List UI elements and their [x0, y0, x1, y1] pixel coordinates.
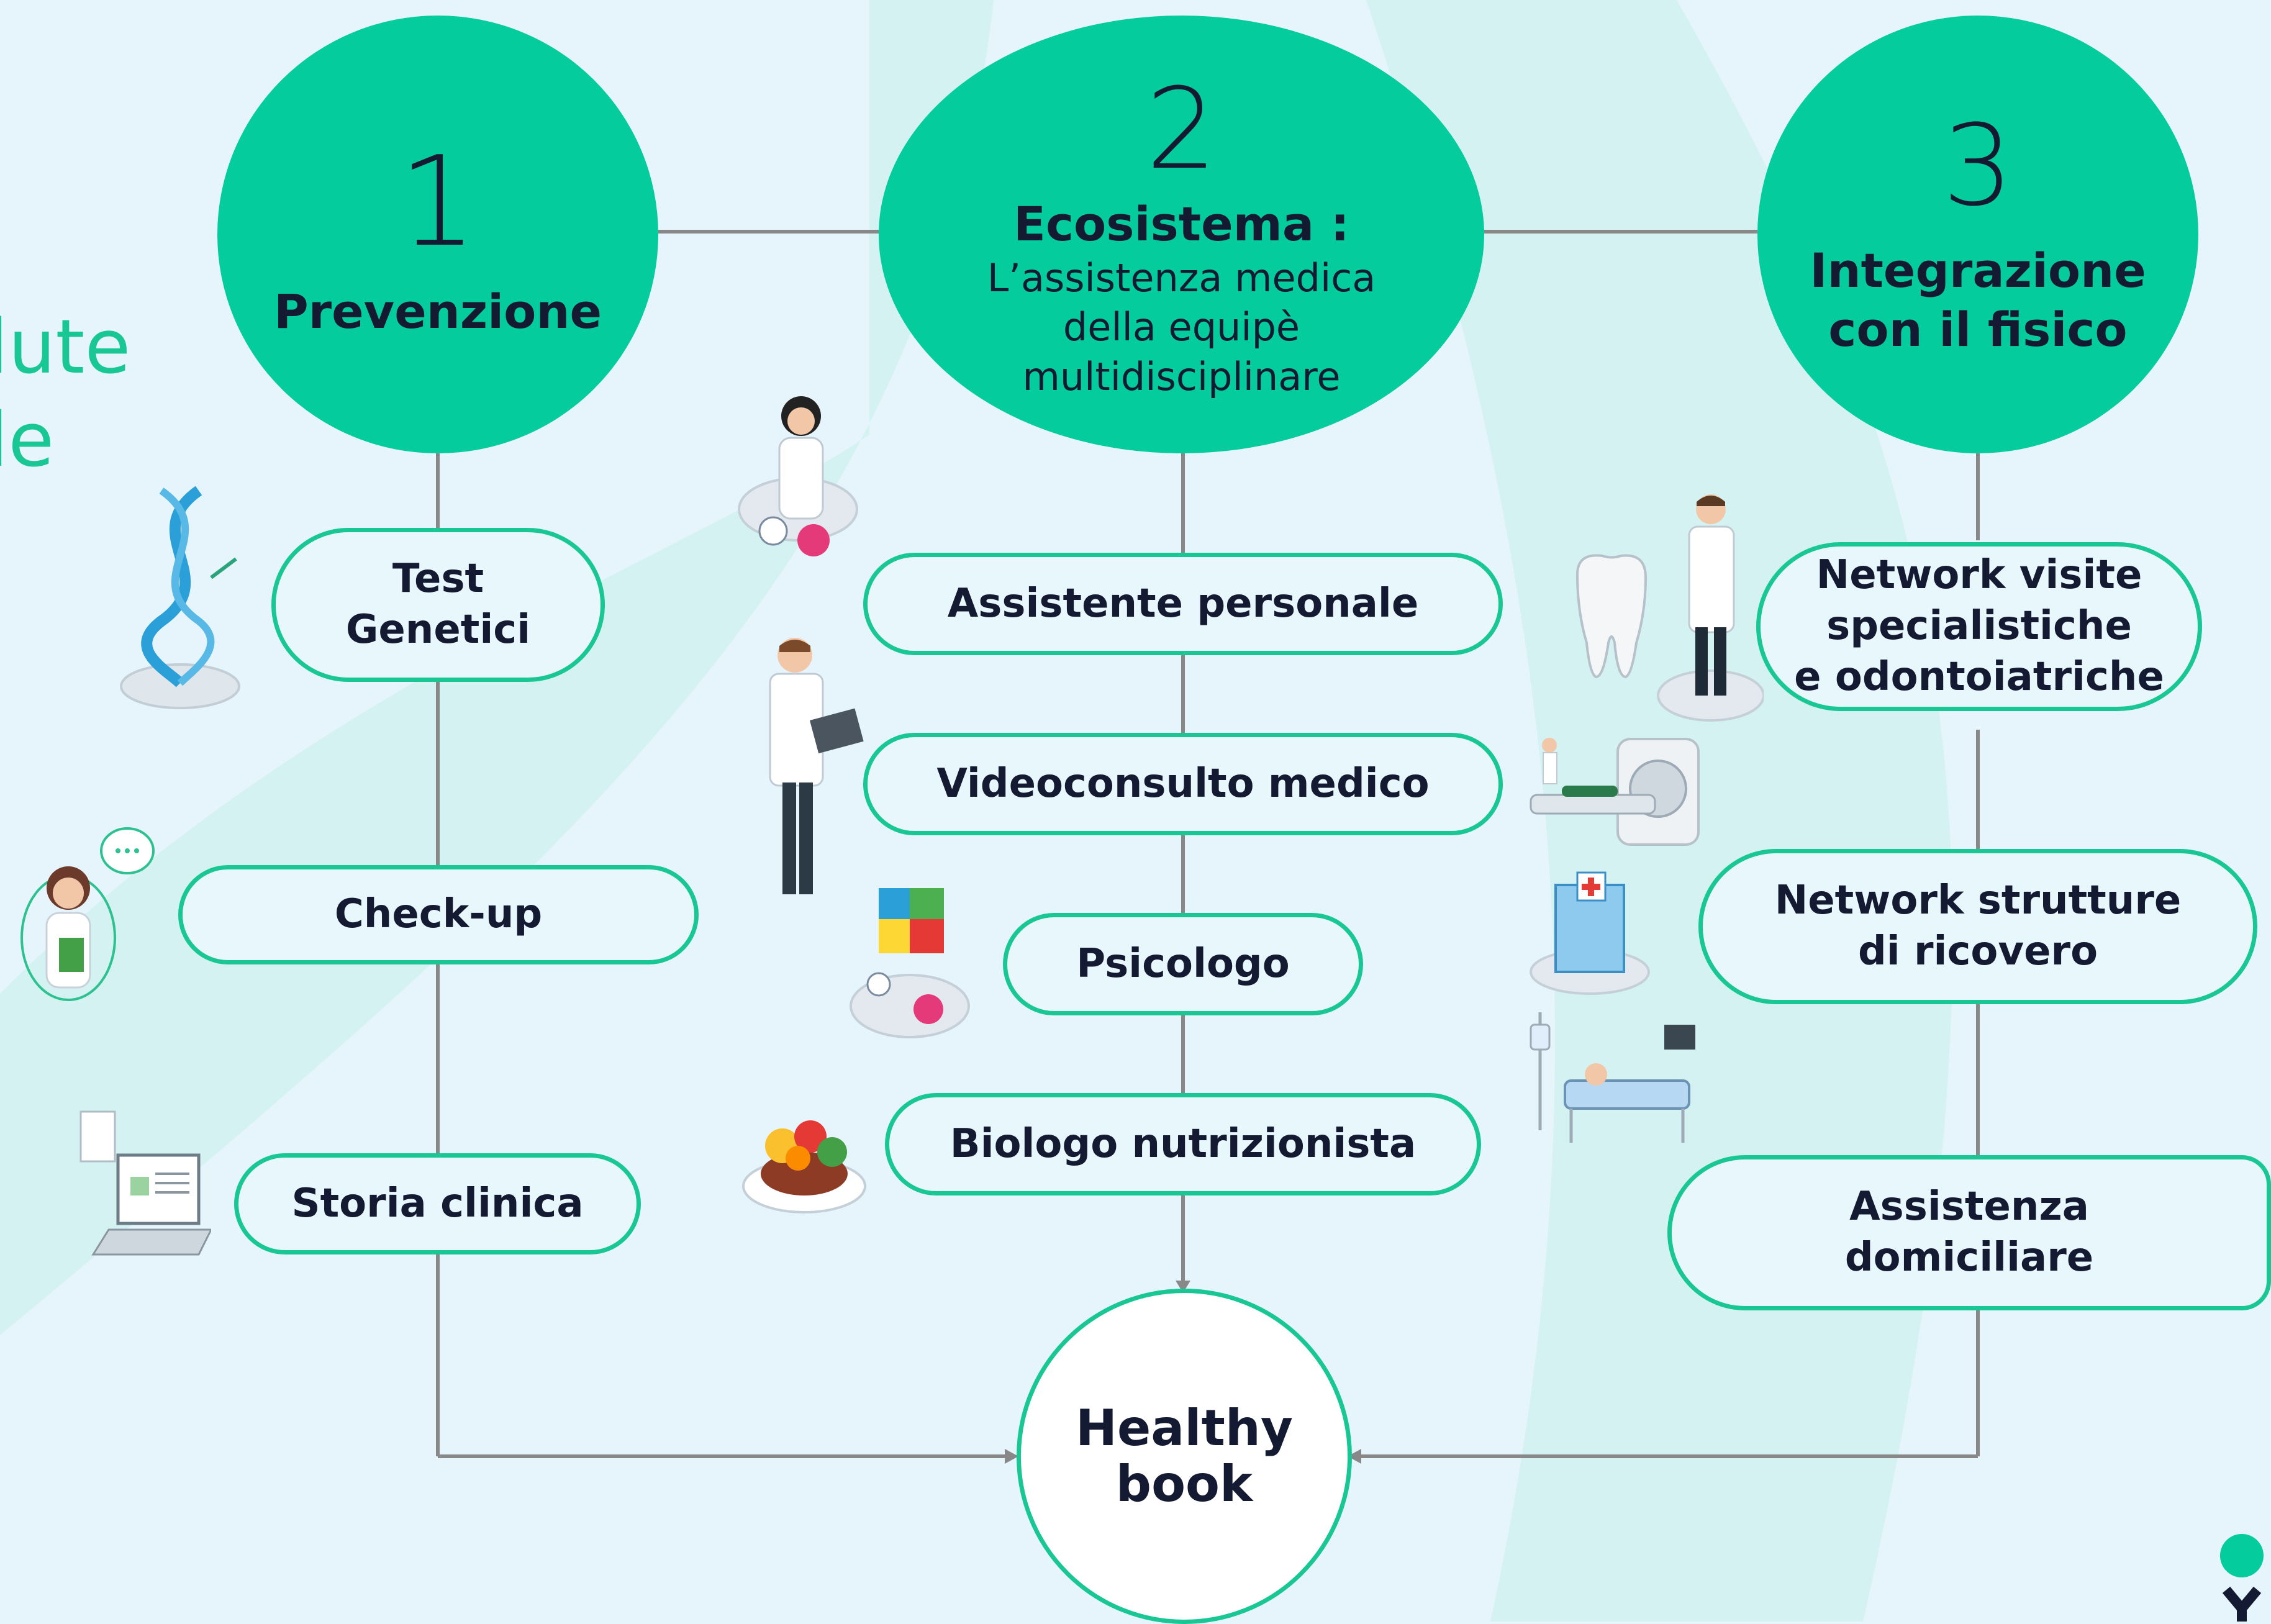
column-2-number: 2 — [1146, 64, 1217, 194]
food-plate-icon — [742, 1120, 866, 1213]
tooth-icon — [1575, 554, 1648, 679]
item-label: Biologo nutrizionista — [950, 1120, 1417, 1167]
column-1-number: 1 — [398, 130, 478, 274]
final-label-line: book — [1115, 1455, 1253, 1513]
item-videoconsulto-medico[interactable]: Videoconsulto medico — [863, 733, 1503, 835]
healthy-book-node[interactable]: Healthy book — [1017, 1289, 1352, 1624]
column-2-subtitle-line2: della equipè — [1063, 304, 1300, 350]
column-3-title-line2: con il fisico — [1828, 301, 2128, 357]
item-biologo-nutrizionista[interactable]: Biologo nutrizionista — [885, 1093, 1481, 1195]
brand-logo — [2220, 1534, 2264, 1622]
column-3-number: 3 — [1942, 101, 2014, 231]
item-network-strutture[interactable]: Network strutture di ricovero — [1698, 849, 2257, 1004]
dna-icon — [120, 486, 240, 709]
column-3-title-line1: Integrazione — [1810, 242, 2146, 298]
puzzle-head-icon — [850, 888, 970, 1038]
item-check-up[interactable]: Check-up — [178, 865, 699, 964]
item-psicologo[interactable]: Psicologo — [1003, 913, 1363, 1015]
doctor-tablet-icon — [769, 638, 864, 894]
item-network-visite[interactable]: Network visite specialistiche e odontoia… — [1756, 542, 2202, 711]
item-label: Assistente personale — [947, 580, 1419, 627]
column-2-title: Ecosistema : — [1013, 196, 1349, 252]
item-label: Check-up — [334, 891, 543, 938]
column-2-subtitle-line1: L’assistenza medica — [987, 255, 1376, 301]
item-label: Videoconsulto medico — [936, 760, 1430, 807]
item-test-genetici[interactable]: Test Genetici — [271, 528, 605, 682]
item-label-line: Network visite — [1816, 552, 2142, 599]
mri-scanner-icon — [1530, 738, 1700, 846]
item-label: Psicologo — [1076, 940, 1290, 987]
column-1-header: 1 Prevenzione — [217, 16, 658, 453]
item-label-line: specialistiche — [1826, 603, 2132, 650]
item-label-line: domiciliare — [1844, 1235, 2094, 1281]
check-up-woman-icon — [20, 827, 155, 1001]
column-1-title: Prevenzione — [273, 284, 602, 339]
item-label-line: Network strutture — [1774, 878, 2182, 924]
hospital-bed-icon — [1530, 1012, 1695, 1143]
final-label-line: Healthy — [1076, 1399, 1293, 1458]
column-2-subtitle-line3: multidisciplinare — [1022, 353, 1341, 399]
item-label: Storia clinica — [291, 1180, 584, 1227]
item-label-line: di ricovero — [1857, 928, 2098, 974]
item-storia-clinica[interactable]: Storia clinica — [234, 1153, 641, 1254]
item-assistente-personale[interactable]: Assistente personale — [863, 553, 1503, 655]
item-assistenza-domiciliare[interactable]: Assistenza domiciliare — [1667, 1155, 2271, 1310]
hospital-building-icon — [1530, 871, 1650, 995]
laptop-records-icon — [79, 1110, 211, 1256]
item-label-line: e odontoiatriche — [1794, 653, 2164, 700]
doctor-woman-icon — [738, 396, 858, 556]
doctor-man-icon — [1657, 494, 1764, 722]
side-title-line2: le — [0, 397, 55, 484]
column-3-header: 3 Integrazione con il fisico — [1757, 16, 2198, 453]
item-label-line: Test — [392, 556, 484, 602]
column-2-header: 2 Ecosistema : L’assistenza medica della… — [879, 16, 1484, 453]
side-title-line1: lute — [0, 304, 131, 391]
item-label-line: Genetici — [345, 607, 531, 653]
item-label-line: Assistenza — [1849, 1184, 2089, 1230]
